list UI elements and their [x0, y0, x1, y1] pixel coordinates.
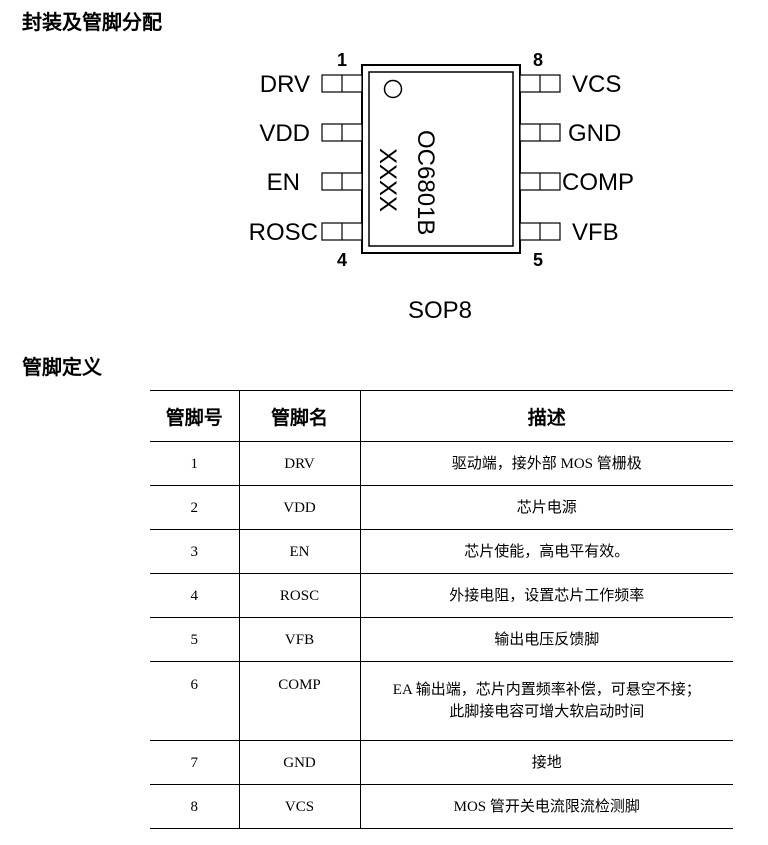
- pin-label-vfb: VFB: [572, 219, 619, 246]
- description-cell: 接地: [359, 740, 733, 785]
- description-cell: 输出电压反馈脚: [359, 617, 733, 662]
- package-name: SOP8: [408, 297, 472, 324]
- pin1-indicator-dot: [383, 79, 403, 99]
- description-cell: 驱动端，接外部 MOS 管栅极: [359, 441, 733, 486]
- pin-number-cell: 3: [150, 529, 240, 574]
- section-title-pin-definition: 管脚定义: [22, 355, 102, 379]
- description-line-1: EA 输出端，芯片内置频率补偿，可悬空不接；: [392, 682, 701, 698]
- description-line-2: 此脚接电容可增大软启动时间: [449, 704, 645, 720]
- pin-name-cell: VFB: [238, 617, 361, 662]
- pin-number-8: 8: [533, 50, 543, 70]
- pin-label-vcs: VCS: [572, 71, 621, 98]
- pin-number-cell: 7: [150, 740, 240, 785]
- pin-number-5: 5: [533, 250, 543, 270]
- table-header-row: 管脚号 管脚名 描述: [150, 390, 733, 442]
- chip-body-inner: [368, 71, 514, 247]
- description-cell: 外接电阻，设置芯片工作频率: [359, 573, 733, 618]
- pin-definition-table: 管脚号 管脚名 描述 1 DRV 驱动端，接外部 MOS 管栅极 2 VDD 芯…: [150, 390, 733, 829]
- table-row: 7 GND 接地: [150, 740, 733, 785]
- pin-number-cell: 1: [150, 441, 240, 486]
- table-row: 2 VDD 芯片电源: [150, 485, 733, 530]
- right-pins: [519, 74, 561, 241]
- header-pin-name: 管脚名: [238, 390, 361, 442]
- pin-name-cell: ROSC: [238, 573, 361, 618]
- pin-number-cell: 8: [150, 784, 240, 829]
- pin-number-cell: 2: [150, 485, 240, 530]
- description-cell: 芯片电源: [359, 485, 733, 530]
- pin-label-rosc: ROSC: [249, 219, 318, 246]
- pin-name-cell: COMP: [238, 661, 361, 741]
- pin-label-gnd: GND: [568, 120, 621, 147]
- description-cell: EA 输出端，芯片内置频率补偿，可悬空不接； 此脚接电容可增大软启动时间: [359, 661, 733, 741]
- table-row: 5 VFB 输出电压反馈脚: [150, 617, 733, 662]
- pin-name-cell: VCS: [238, 784, 361, 829]
- section-title-package: 封装及管脚分配: [22, 10, 162, 34]
- table-row: 6 COMP EA 输出端，芯片内置频率补偿，可悬空不接； 此脚接电容可增大软启…: [150, 661, 733, 741]
- header-description: 描述: [359, 390, 733, 442]
- pin-number-4: 4: [337, 250, 347, 270]
- description-cell: MOS 管开关电流限流检测脚: [359, 784, 733, 829]
- left-pins: [321, 74, 363, 241]
- pin-name-cell: GND: [238, 740, 361, 785]
- table-row: 3 EN 芯片使能，高电平有效。: [150, 529, 733, 574]
- chip-marking-code: XXXX: [374, 148, 401, 212]
- chip-marking-part: OC6801B: [412, 130, 439, 235]
- header-pin-number: 管脚号: [150, 390, 240, 442]
- pin-name-cell: EN: [238, 529, 361, 574]
- pin-label-drv: DRV: [260, 71, 310, 98]
- chip-body: [361, 64, 521, 254]
- description-cell: 芯片使能，高电平有效。: [359, 529, 733, 574]
- pin-number-cell: 5: [150, 617, 240, 662]
- pin-label-en: EN: [267, 169, 300, 196]
- table-row: 8 VCS MOS 管开关电流限流检测脚: [150, 784, 733, 829]
- pin-name-cell: DRV: [238, 441, 361, 486]
- pin-label-comp: COMP: [562, 169, 634, 196]
- pin-number-cell: 4: [150, 573, 240, 618]
- pin-number-1: 1: [337, 50, 347, 70]
- pin-name-cell: VDD: [238, 485, 361, 530]
- table-row: 4 ROSC 外接电阻，设置芯片工作频率: [150, 573, 733, 618]
- sop8-package-diagram: 1 8 4 5 OC6801B XXXX DRV VDD EN ROSC VCS…: [249, 50, 634, 324]
- pin-label-vdd: VDD: [259, 120, 310, 147]
- pin-number-cell: 6: [150, 661, 240, 741]
- table-row: 1 DRV 驱动端，接外部 MOS 管栅极: [150, 441, 733, 486]
